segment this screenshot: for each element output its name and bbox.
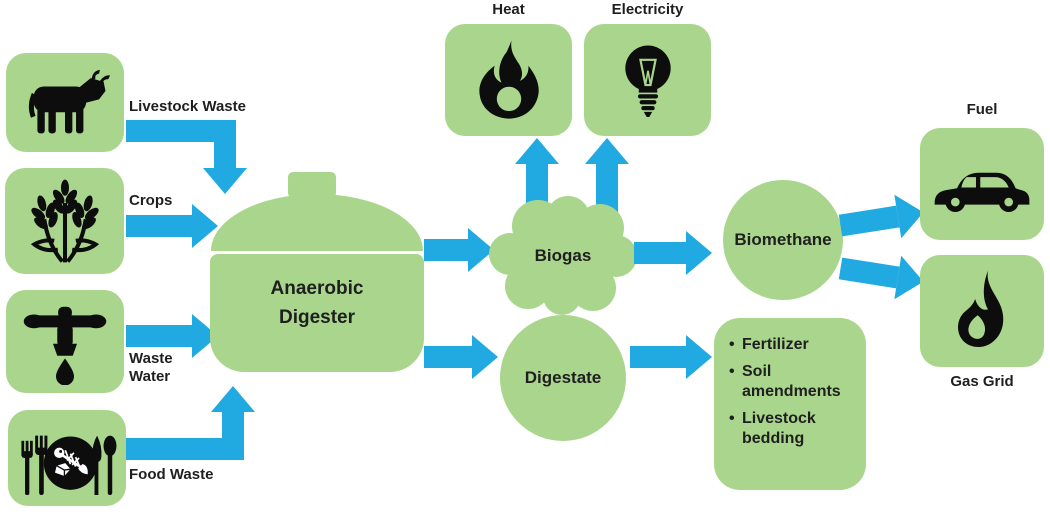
electricity-node bbox=[584, 24, 711, 136]
electricity-label: Electricity bbox=[611, 1, 684, 18]
digestate-label: Digestate bbox=[524, 368, 602, 387]
arrow-biomethane-to-gasgrid bbox=[837, 247, 927, 304]
arrow-shaft bbox=[630, 346, 686, 368]
waste-water-label: Waste Water bbox=[129, 350, 173, 385]
arrow-head bbox=[211, 386, 255, 412]
faucet-icon bbox=[23, 306, 107, 385]
cow-icon bbox=[28, 69, 111, 133]
arrow-shaft bbox=[126, 120, 236, 142]
list-item: • Livestock bedding bbox=[729, 409, 860, 449]
gas-grid-node bbox=[920, 255, 1044, 367]
arrow-shaft bbox=[838, 257, 900, 289]
arrow-head bbox=[585, 138, 629, 164]
arrow-head bbox=[472, 335, 498, 379]
biogas-cloud bbox=[489, 196, 637, 315]
flame-icon bbox=[478, 40, 539, 119]
arrow-head bbox=[686, 231, 712, 275]
digester-dome bbox=[211, 194, 423, 251]
arrow-shaft bbox=[424, 239, 468, 261]
use-livestock-bedding: Livestock bedding bbox=[742, 410, 816, 447]
wheat-icon bbox=[30, 179, 99, 263]
biogas-label: Biogas bbox=[534, 246, 592, 265]
list-item: • Soil amendments bbox=[729, 362, 860, 402]
digester-body bbox=[210, 254, 424, 372]
arrow-shaft bbox=[126, 325, 192, 347]
arrow-head bbox=[515, 138, 559, 164]
arrow-shaft bbox=[424, 346, 472, 368]
light-bulb-icon bbox=[624, 45, 671, 117]
car-icon bbox=[934, 172, 1030, 212]
arrow-biomethane-to-fuel bbox=[837, 190, 927, 248]
arrow-shaft bbox=[596, 162, 618, 212]
food-waste-icon bbox=[21, 435, 117, 495]
use-fertilizer: Fertilizer bbox=[742, 336, 809, 353]
digestate-uses-box: • Fertilizer • Soil amendments • Livesto… bbox=[714, 318, 866, 490]
food-waste-label: Food Waste bbox=[129, 466, 214, 483]
arrow-head bbox=[203, 168, 247, 194]
gas-flame-icon bbox=[958, 270, 1004, 348]
arrow-shaft bbox=[126, 438, 244, 460]
waste-water-node bbox=[6, 290, 124, 393]
crops-label: Crops bbox=[129, 192, 173, 209]
digester-vent bbox=[288, 172, 336, 198]
bullet-dot: • bbox=[729, 410, 735, 427]
digestate-node: Digestate bbox=[500, 315, 626, 441]
bullet-dot: • bbox=[729, 336, 735, 353]
heat-node bbox=[445, 24, 572, 136]
arrow-shaft bbox=[526, 162, 548, 212]
arrow-shaft bbox=[838, 205, 900, 237]
arrow-head bbox=[686, 335, 712, 379]
arrow-shaft bbox=[634, 242, 686, 264]
arrow-shaft bbox=[214, 134, 236, 170]
digester-label: Anaerobic Digester bbox=[270, 278, 364, 329]
food-waste-node bbox=[8, 410, 126, 506]
fuel-node bbox=[920, 128, 1044, 240]
heat-label: Heat bbox=[492, 1, 525, 18]
fuel-label: Fuel bbox=[966, 101, 998, 118]
livestock-waste-node bbox=[6, 53, 124, 152]
livestock-waste-label: Livestock Waste bbox=[129, 98, 246, 115]
use-soil-amendments: Soil amendments bbox=[742, 363, 841, 400]
gas-grid-label: Gas Grid bbox=[950, 373, 1014, 390]
arrow-shaft bbox=[222, 412, 244, 460]
biomethane-label: Biomethane bbox=[734, 230, 832, 249]
bullet-dot: • bbox=[729, 363, 735, 380]
arrow-shaft bbox=[126, 215, 192, 237]
crops-node bbox=[5, 168, 124, 274]
list-item: • Fertilizer bbox=[729, 335, 860, 355]
biomethane-node: Biomethane bbox=[723, 180, 843, 300]
